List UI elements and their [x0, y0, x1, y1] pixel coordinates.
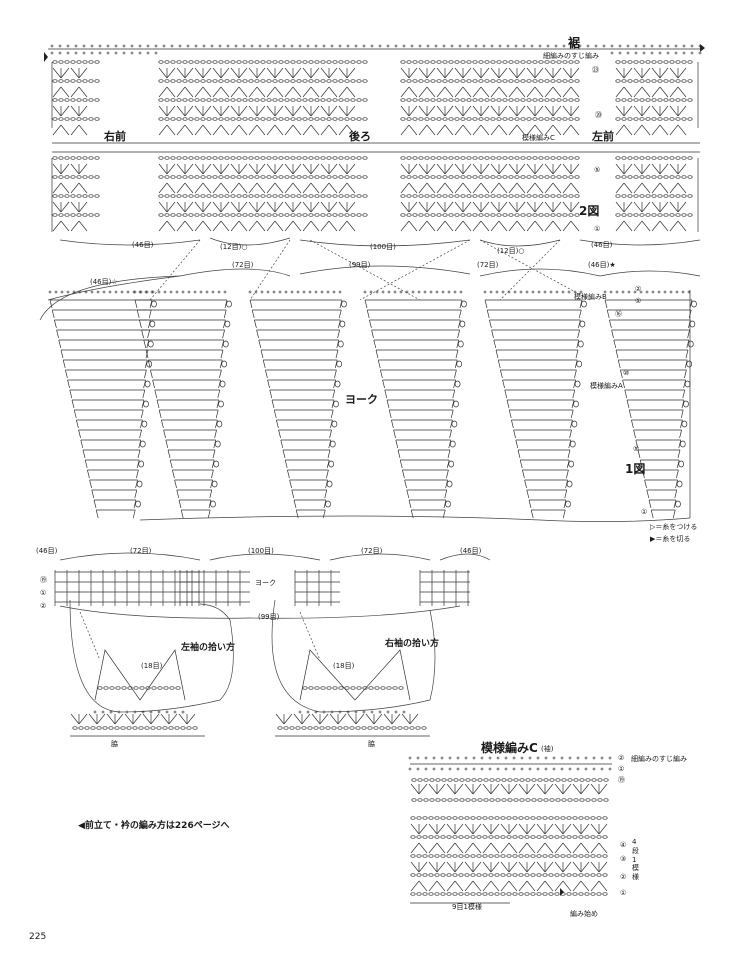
row-2-marker: ②	[635, 285, 642, 293]
count-46-left-front: (46目)	[591, 241, 613, 249]
left-sleeve-count-18: (18目)	[141, 662, 163, 670]
right-sleeve-title: 右袖の拾い方	[385, 639, 440, 649]
left-armpit-label: 脇	[111, 740, 118, 748]
sleeve-count-46-left: (46目)	[36, 547, 58, 555]
count-12-left: (12目)○	[220, 243, 248, 251]
legend-cut-yarn: ▶＝糸を切る	[650, 535, 691, 543]
yoke-label: ヨーク	[345, 393, 378, 406]
left-front-label: 左前	[592, 130, 614, 143]
sleeve-count-72-right: (72目)	[361, 547, 383, 555]
detail-row-3: ③	[620, 855, 627, 863]
row-16-marker: ⑯	[615, 310, 622, 318]
pattern-b-label: 模様編みB	[574, 293, 607, 301]
right-sleeve-count-18: (18目)	[333, 662, 355, 670]
hem-note: 細編みのすじ編み	[543, 52, 599, 60]
sleeve-row-2: ②	[40, 602, 47, 610]
count-72-right: (72目)	[477, 261, 499, 269]
detail-row-2: ②	[618, 754, 625, 762]
count-46-star: (46目)★	[588, 261, 616, 269]
right-armpit-label: 脇	[368, 740, 375, 748]
sleeve-row-1: ①	[40, 589, 47, 597]
front-band-reference: ◀前立て・衿の編み方は226ページへ	[78, 821, 230, 831]
pattern-a-label: 模様編みA	[590, 382, 623, 390]
row-1-marker: ①	[594, 225, 601, 233]
row-5-yoke-marker: ⑤	[633, 445, 640, 453]
detail-note: 細編みのすじ編み	[631, 755, 687, 763]
sleeve-yoke-label: ヨーク	[255, 579, 276, 587]
right-front-label: 右前	[104, 130, 126, 143]
sleeve-count-100: (100目)	[248, 547, 274, 555]
detail-vertical-note: 4段1模様	[632, 838, 639, 881]
row-10-marker: ⑩	[623, 369, 630, 377]
detail-row-1: ①	[618, 765, 625, 773]
back-label: 後ろ	[349, 130, 371, 143]
legend-attach-yarn: ▷＝糸をつける	[650, 523, 698, 531]
detail-row-2b: ②	[620, 873, 627, 881]
detail-title: 模様編みC	[481, 741, 538, 755]
sleeve-row-19: ⑲	[40, 576, 47, 584]
detail-row-1b: ①	[620, 889, 627, 897]
detail-row-4: ④	[620, 841, 627, 849]
pattern-c-label: 模様編みC	[522, 134, 555, 142]
row-20-marker: ⑳	[595, 111, 602, 119]
sleeve-count-46-right: (46目)	[460, 547, 482, 555]
row-1-yoke-marker: ①	[635, 297, 642, 305]
left-sleeve-title: 左袖の拾い方	[181, 643, 236, 653]
figure-1-label: 1図	[625, 462, 646, 476]
row-5-marker: ⑤	[594, 166, 601, 174]
page-number: 225	[29, 932, 47, 942]
detail-row-19: ⑲	[618, 776, 625, 784]
count-100-back: (100目)	[370, 243, 396, 251]
count-46-open-star: (46目)☆	[90, 278, 118, 286]
figure-2-label: 2図	[579, 204, 600, 218]
detail-subtitle: (袖)	[541, 745, 554, 753]
row-1-yoke-start: ①	[641, 508, 648, 516]
count-99-yoke: (99目)	[349, 261, 371, 269]
count-72-left: (72目)	[232, 261, 254, 269]
count-46-right-front: (46目)	[132, 241, 154, 249]
count-12-right: (12目)○	[497, 247, 525, 255]
detail-repeat-label: 9目1模様	[452, 903, 482, 911]
detail-start-label: 編み始め	[570, 910, 598, 918]
sleeve-count-72-left: (72目)	[130, 547, 152, 555]
sleeve-count-99: (99目)	[258, 613, 280, 621]
row-23-marker: ㉓	[592, 66, 599, 74]
hem-title: 裾	[568, 36, 581, 50]
